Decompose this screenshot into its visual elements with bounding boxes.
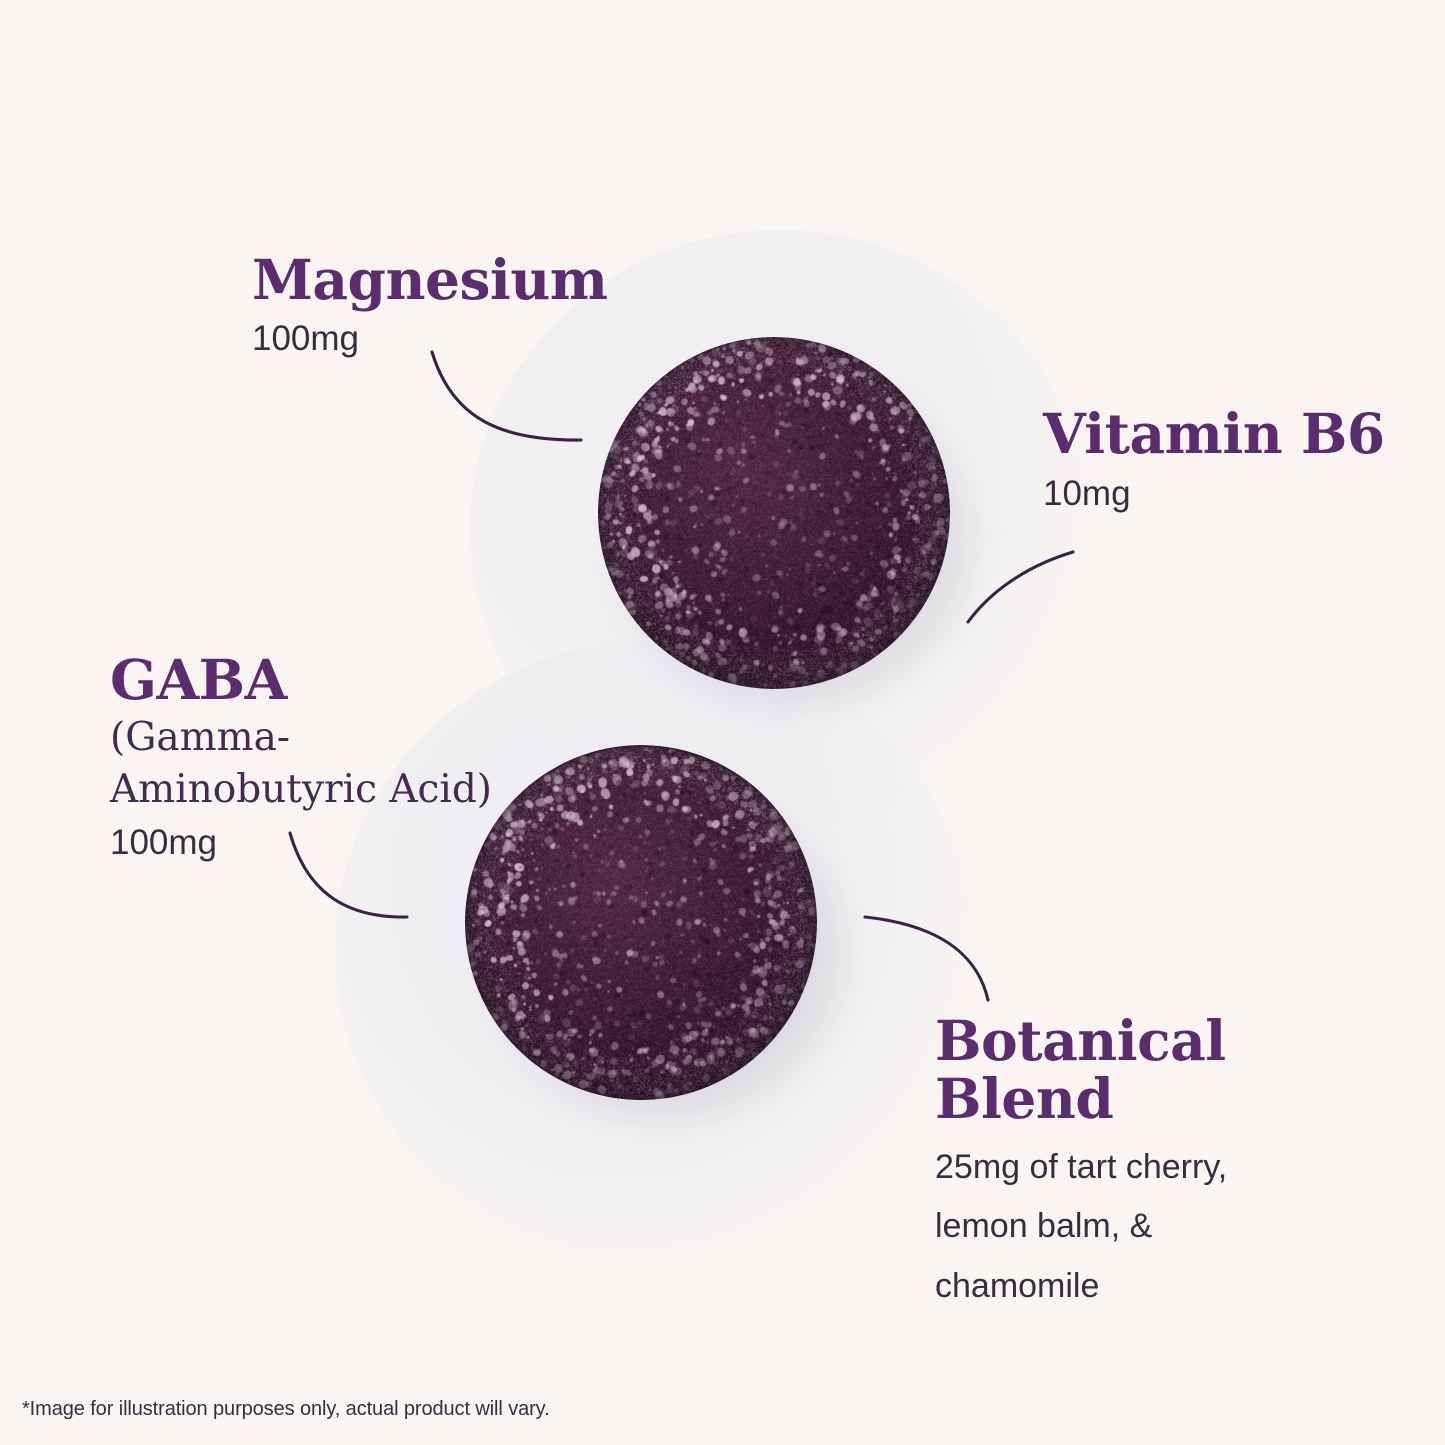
disclaimer-text: *Image for illustration purposes only, a… [22,1398,550,1420]
callout-magnesium: Magnesium 100mg [252,247,608,361]
botanical-heading-line1: Botanical [935,1008,1226,1073]
gaba-heading: GABA [110,647,287,712]
gaba-full-name-line2: Aminobutyric Acid) [110,767,493,813]
connector-vitamin-b6 [966,550,1075,624]
vitamin-b6-amount: 10mg [1043,474,1131,514]
gummy-edge-shading [465,745,817,1100]
gummy-sugar-rim [598,337,950,689]
vitamin-b6-heading: Vitamin B6 [1043,401,1385,466]
gaba-full-name-line1: (Gamma- [110,715,291,761]
callout-gaba: GABA (Gamma- Aminobutyric Acid) 100mg [110,647,493,864]
gummy-top [598,337,950,689]
gummy-sugar-rim [465,745,817,1100]
botanical-description-line2: lemon balm, & [935,1207,1153,1246]
connector-botanical-blend [863,915,990,1002]
magnesium-heading: Magnesium [252,247,608,312]
gummy-sugar-crystals [598,337,950,689]
gaba-amount: 100mg [110,822,218,862]
gummy-edge-shading [598,337,950,689]
botanical-description-line3: chamomile [935,1266,1100,1305]
gummy-sugar-crystals [465,745,817,1100]
connector-magnesium [430,350,583,442]
magnesium-amount: 100mg [252,319,360,359]
gummy-bottom [465,745,817,1100]
botanical-description-line1: 25mg of tart cherry, [935,1147,1228,1186]
callout-vitamin-b6: Vitamin B6 10mg [1043,401,1385,516]
botanical-heading-line2: Blend [935,1066,1114,1132]
callout-botanical-blend: Botanical Blend 25mg of tart cherry, lem… [935,1008,1280,1307]
